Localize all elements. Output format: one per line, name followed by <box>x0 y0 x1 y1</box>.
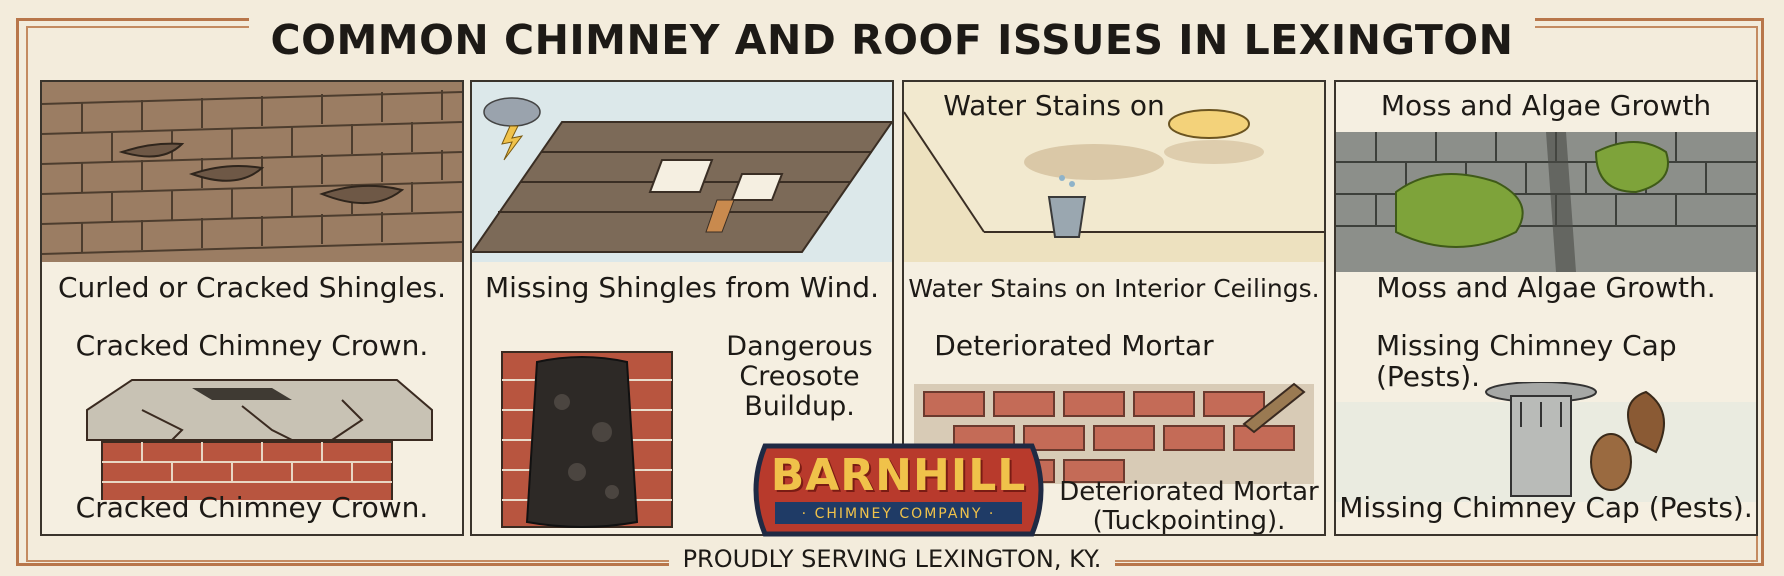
chimney-cap-illustration <box>1336 382 1756 502</box>
storm-cloud-icon <box>483 97 541 127</box>
panel-shingles-crown: Curled or Cracked Shingles. Cracked Chim… <box>40 80 464 536</box>
caption-missing-cap: Missing Chimney Cap (Pests). <box>1339 491 1753 524</box>
caption-moss-algae: Moss and Algae Growth. <box>1376 271 1716 304</box>
panel-water-mortar: Water Stains on Water Stains on Interior… <box>902 80 1326 536</box>
heading-deteriorated-mortar: Deteriorated Mortar <box>934 329 1214 362</box>
mortar-brick-illustration <box>914 382 1314 484</box>
creosote-chimney-illustration <box>501 351 673 528</box>
water-stain-illustration <box>904 82 1324 262</box>
footer-tagline: PROUDLY SERVING LEXINGTON, KY. <box>0 545 1784 573</box>
page-title: COMMON CHIMNEY AND ROOF ISSUES IN LEXING… <box>0 16 1784 64</box>
chimney-crown-illustration <box>86 379 433 500</box>
brand-logo: BARNHILL · CHIMNEY COMPANY · <box>745 440 1052 540</box>
caption-creosote: Dangerous Creosote Buildup. <box>726 331 873 423</box>
heading-moss-algae: Moss and Algae Growth <box>1380 89 1712 122</box>
caption-tuckpointing: Deteriorated Mortar (Tuckpointing). <box>1059 477 1319 536</box>
heading-missing-cap: Missing Chimney Cap (Pests). <box>1376 329 1677 394</box>
heading-cracked-crown: Cracked Chimney Crown. <box>75 329 429 362</box>
missing-shingles-illustration <box>472 82 892 262</box>
bucket-icon <box>1047 196 1087 238</box>
trowel-icon <box>1242 382 1306 434</box>
caption-missing-shingles: Missing Shingles from Wind. <box>485 271 879 304</box>
brand-name: BARNHILL <box>770 450 1027 501</box>
shingles-illustration <box>42 82 462 262</box>
moss-roof-illustration <box>1336 132 1756 272</box>
caption-water-stains: Water Stains on Interior Ceilings. <box>908 274 1320 303</box>
caption-cracked-crown: Cracked Chimney Crown. <box>75 491 429 524</box>
logo-badge <box>753 443 1044 537</box>
ceiling-light-icon <box>1168 109 1250 139</box>
brand-tagline: · CHIMNEY COMPANY · <box>801 506 996 522</box>
squirrel-icon <box>1627 390 1665 454</box>
heading-water-stains: Water Stains on <box>943 89 1165 122</box>
panel-moss-chimney-cap: Moss and Algae Growth Moss and Algae Gro… <box>1334 80 1758 536</box>
caption-curled-shingles: Curled or Cracked Shingles. <box>57 271 447 304</box>
